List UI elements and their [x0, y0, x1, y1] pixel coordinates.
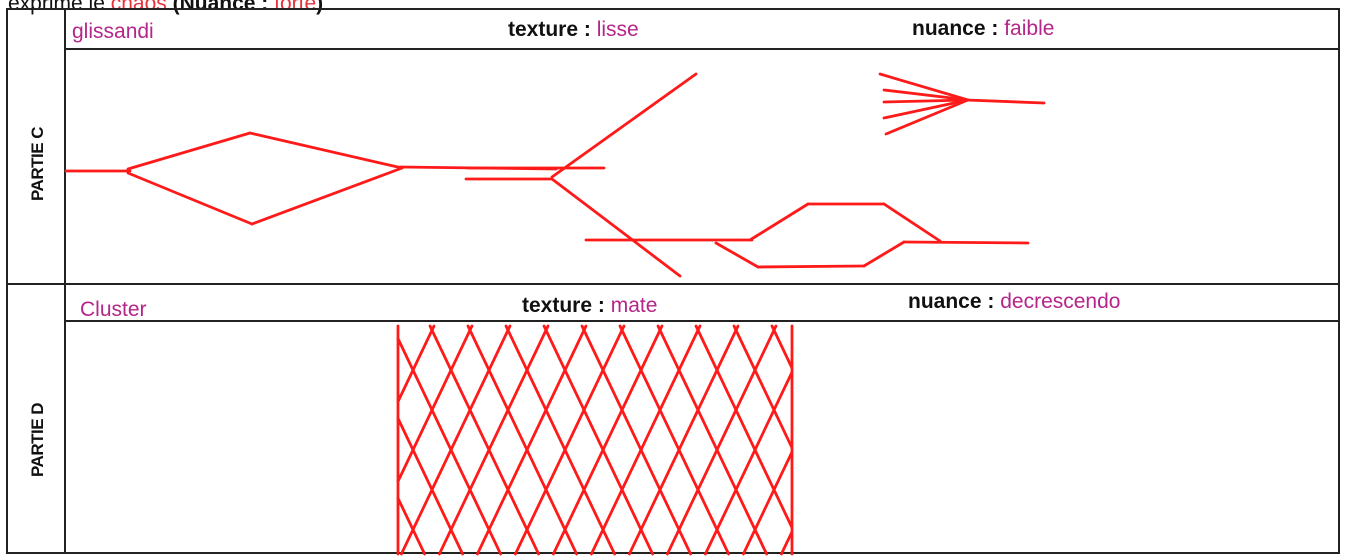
- cluster-hatch-line: [428, 324, 540, 556]
- partie-c-texture-value: lisse: [596, 18, 639, 41]
- header-line: exprime le chaos (Nuance : forte): [8, 0, 323, 16]
- header-nuance-value: forte: [274, 0, 317, 15]
- cluster-hatch-line: [732, 324, 794, 450]
- cluster-hatch-line: [742, 450, 794, 556]
- cluster-hatch-line: [590, 324, 702, 556]
- cluster-hatch-line: [396, 496, 427, 556]
- partie-c-nuance: nuance : faible: [912, 17, 1054, 41]
- cluster-hatch-line: [396, 324, 474, 483]
- cluster-hatch-line: [694, 324, 794, 529]
- cluster-hatch-line: [580, 324, 692, 556]
- partie-d-texture-sep: :: [597, 294, 605, 317]
- cluster-hatch-drawing: [396, 324, 794, 556]
- partie-d-nuance-sep: :: [987, 290, 995, 313]
- partie-c-header-divider: [64, 48, 1340, 50]
- cluster-hatch-line: [466, 324, 578, 556]
- cluster-hatch-line: [552, 324, 664, 556]
- cluster-hatch-line: [396, 337, 503, 556]
- cluster-hatch-line: [399, 324, 512, 556]
- glissandi-fan-drawing: [878, 72, 1046, 136]
- cluster-hatch-line: [514, 324, 626, 556]
- cluster-hatch-line: [437, 324, 550, 556]
- cluster-hatch-line: [504, 324, 616, 556]
- partie-c-nuance-sep: :: [991, 17, 999, 40]
- glissandi-branch-drawing: [464, 72, 698, 278]
- partie-d-texture: texture : mate: [522, 294, 657, 318]
- section-divider: [6, 283, 1340, 285]
- cluster-hatch-line: [666, 324, 778, 556]
- cluster-hatch-line: [656, 324, 768, 556]
- partie-d-texture-value: mate: [610, 294, 658, 317]
- header-nuance-open: (Nuance :: [172, 0, 269, 15]
- partie-d-nuance-value: decrescendo: [1000, 290, 1121, 313]
- cluster-hatch-line: [475, 324, 588, 556]
- partie-c-texture-label: texture: [508, 18, 579, 41]
- header-close: ): [316, 0, 324, 15]
- partie-d-header-divider: [64, 320, 1340, 322]
- score-table: [6, 8, 1340, 554]
- partie-c-texture: texture : lisse: [508, 18, 639, 42]
- cluster-hatch-line: [542, 324, 654, 556]
- partie-c-nuance-label: nuance: [912, 17, 986, 40]
- partie-d-texture-label: texture: [522, 294, 593, 317]
- header-prefix: exprime le: [8, 0, 105, 15]
- cluster-hatch-line: [704, 370, 794, 556]
- partie-d-nuance: nuance : decrescendo: [908, 290, 1120, 314]
- partie-c-texture-sep: :: [583, 18, 591, 41]
- side-column-divider: [64, 8, 66, 554]
- partie-c-name: glissandi: [72, 20, 154, 43]
- partie-c-nuance-value: faible: [1004, 17, 1055, 40]
- cluster-hatch-line: [396, 324, 436, 404]
- header-chaos: chaos: [110, 0, 167, 15]
- partie-d-name: Cluster: [80, 298, 147, 321]
- partie-d-nuance-label: nuance: [908, 290, 982, 313]
- glissandi-hexagon-drawing: [584, 202, 1030, 269]
- cluster-hatch-line: [618, 324, 730, 556]
- cluster-hatch-line: [396, 416, 465, 556]
- cluster-hatch-line: [628, 324, 740, 556]
- cluster-hatch-line: [780, 530, 794, 556]
- cluster-hatch-line: [770, 324, 794, 370]
